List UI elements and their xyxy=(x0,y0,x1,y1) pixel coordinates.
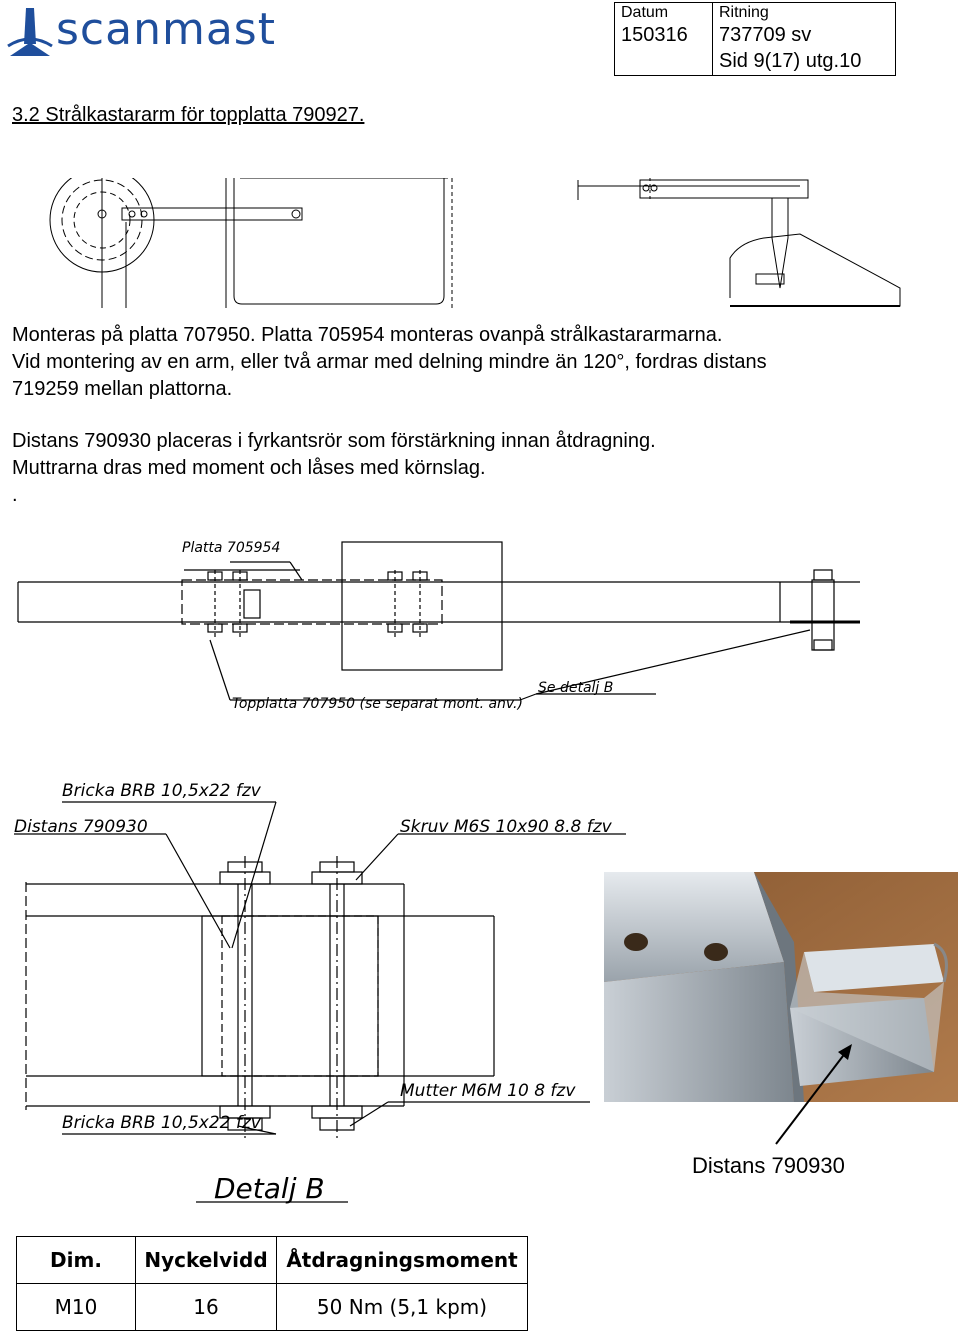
photo-arrow xyxy=(775,1044,852,1145)
ritning-label: Ritning xyxy=(719,4,769,21)
se-detalj-label: Se detalj B xyxy=(538,680,613,696)
assembly-drawing: Platta 705954 Topplatta 707950 (se separ… xyxy=(17,540,860,712)
bricka-bottom-label: Bricka BRB 10,5x22 fzv xyxy=(62,1113,262,1133)
table-cell: 16 xyxy=(135,1283,277,1331)
spacer-photo xyxy=(604,872,958,1102)
column-header: Dim. xyxy=(16,1236,136,1284)
bricka-top-label: Bricka BRB 10,5x22 fzv xyxy=(62,781,262,801)
datum-value: 150316 xyxy=(621,24,688,46)
table-cell: 50 Nm (5,1 kpm) xyxy=(276,1283,528,1331)
photo-caption: Distans 790930 xyxy=(692,1153,845,1178)
detail-b-drawing: Bricka BRB 10,5x22 fzv Distans 790930 Sk… xyxy=(14,781,626,1205)
section-heading: 3.2 Strålkastararm för topplatta 790927. xyxy=(12,104,365,126)
column-header: Åtdragningsmoment xyxy=(276,1236,528,1284)
mast-icon xyxy=(7,8,53,56)
skruv-label: Skruv M6S 10x90 8.8 fzv xyxy=(400,817,613,837)
detalj-b-title: Detalj B xyxy=(214,1172,325,1205)
table-row: M10 16 50 Nm (5,1 kpm) xyxy=(16,1283,528,1331)
column-header: Nyckelvidd xyxy=(135,1236,277,1284)
topplatta-label: Topplatta 707950 (se separat mont. anv.) xyxy=(232,696,523,712)
table-header-row: Dim. Nyckelvidd Åtdragningsmoment xyxy=(16,1236,528,1284)
torque-table: Dim. Nyckelvidd Åtdragningsmoment M10 16… xyxy=(16,1236,528,1331)
paragraph-line: Vid montering av en arm, eller två armar… xyxy=(12,351,767,373)
title-block: Datum 150316 Ritning 737709 sv Sid 9(17)… xyxy=(614,2,896,76)
paragraph-line: Muttrarna dras med moment och låses med … xyxy=(12,457,486,479)
platta-label: Platta 705954 xyxy=(182,540,280,556)
table-cell: M10 xyxy=(16,1283,136,1331)
ritning-value: 737709 sv xyxy=(719,24,812,46)
paragraph-line: Distans 790930 placeras i fyrkantsrör so… xyxy=(12,430,656,452)
sid-value: Sid 9(17) utg.10 xyxy=(719,50,862,72)
ritning-cell: Ritning 737709 sv Sid 9(17) utg.10 xyxy=(713,3,895,75)
paragraph-line: . xyxy=(12,484,18,506)
datum-cell: Datum 150316 xyxy=(615,3,713,75)
logo-wordmark: scanmast xyxy=(56,4,276,55)
scanmast-logo: scanmast xyxy=(6,2,296,60)
datum-label: Datum xyxy=(621,4,669,21)
distans-label: Distans 790930 xyxy=(14,817,148,837)
paragraph-line: 719259 mellan plattorna. xyxy=(12,378,233,400)
paragraph-line: Monteras på platta 707950. Platta 705954… xyxy=(12,324,723,346)
mutter-label: Mutter M6M 10 8 fzv xyxy=(400,1081,576,1101)
arm-overview-drawing xyxy=(49,178,901,308)
